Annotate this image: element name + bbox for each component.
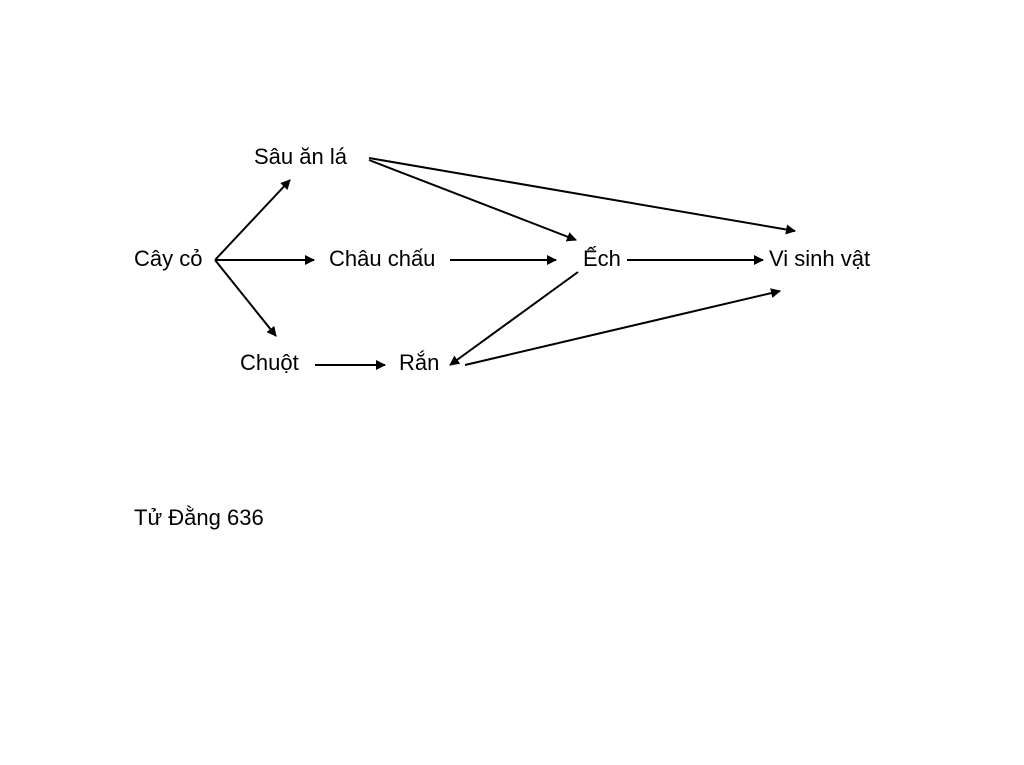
node-ran: Rắn — [399, 350, 440, 375]
node-sau-an-la: Sâu ăn lá — [254, 144, 347, 169]
edge-ech-to-ran — [449, 271, 579, 366]
node-ech: Ếch — [583, 246, 621, 271]
edge-cay-co-to-chuot — [214, 259, 277, 337]
node-cay-co: Cây cỏ — [134, 246, 203, 271]
edge-sau-an-la-to-ech — [368, 159, 577, 242]
edge-cay-co-to-sau-an-la — [214, 179, 291, 261]
edge-ran-to-vi-sinh-vat — [464, 288, 781, 366]
edge-sau-an-la-to-vi-sinh-vat — [368, 157, 796, 235]
node-vi-sinh-vat: Vi sinh vật — [769, 246, 871, 271]
node-chau-chau: Châu chấu — [329, 246, 436, 271]
node-chuot: Chuột — [240, 350, 299, 375]
signature-text: Tử Đằng 636 — [134, 505, 264, 530]
